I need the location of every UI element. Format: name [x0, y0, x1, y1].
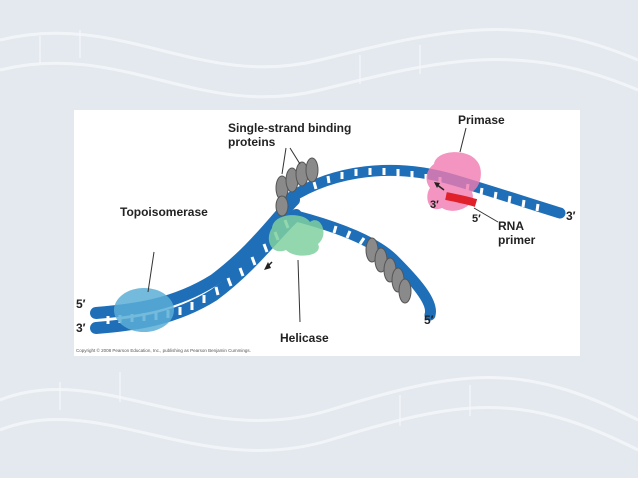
dna-replication-figure: Single-strand binding proteins Primase T… — [74, 110, 580, 356]
ssb-label-2: proteins — [228, 135, 276, 149]
three-prime-right-label: 3′ — [566, 209, 576, 223]
primase-enzyme — [426, 127, 481, 211]
rna-primer-label: RNA — [498, 219, 524, 233]
topoisomerase-enzyme — [114, 251, 174, 332]
five-prime-lower-label: 5′ — [424, 313, 434, 327]
topoisomerase-label: Topoisomerase — [120, 205, 208, 219]
single-strand-binding-proteins — [275, 157, 412, 304]
helicase-enzyme — [264, 215, 324, 323]
five-prime-left-label: 5′ — [76, 297, 86, 311]
primer-five-prime-label: 5′ — [472, 213, 481, 225]
primase-label: Primase — [458, 113, 505, 127]
rna-primer-label-2: primer — [498, 233, 536, 247]
ssb-label: Single-strand binding — [228, 121, 351, 135]
primer-three-prime-label: 3′ — [430, 199, 439, 211]
replication-fork-diagram: Single-strand binding proteins Primase T… — [76, 113, 576, 353]
rna-primer — [434, 182, 499, 223]
upper-template-strand — [284, 164, 566, 219]
copyright-notice: Copyright © 2008 Pearson Education, Inc.… — [76, 347, 251, 353]
three-prime-left-label: 3′ — [76, 321, 86, 335]
helicase-label: Helicase — [280, 331, 329, 345]
